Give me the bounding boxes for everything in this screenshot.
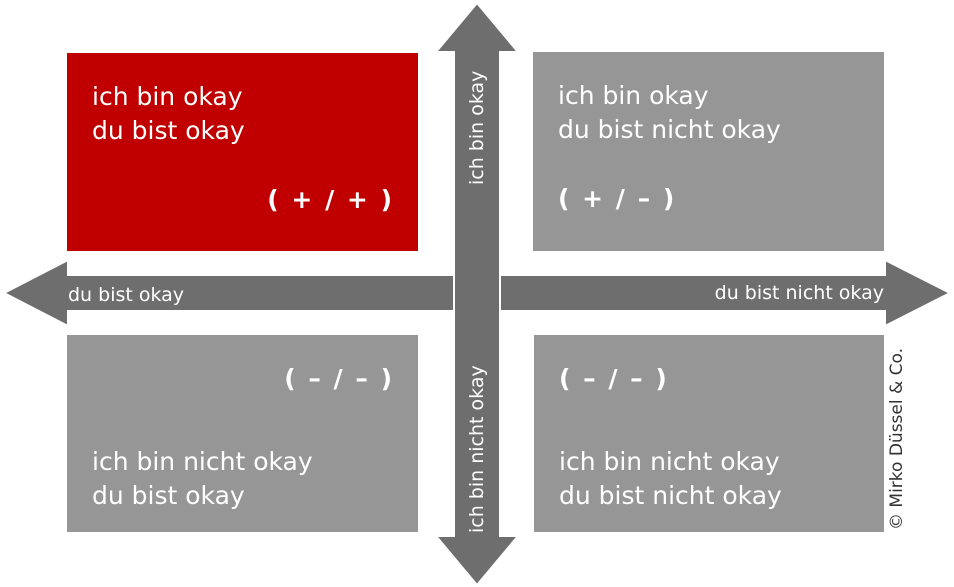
quadrant-top-right: ich bin okay du bist nicht okay ( + / – … [533,52,884,251]
quadrant-line-1: ich bin okay [92,82,243,111]
quadrant-line-1: ich bin nicht okay [559,447,780,476]
axis-label-top: ich bin okay [466,70,488,185]
quadrant-bottom-right: ( – / – ) ich bin nicht okay du bist nic… [534,335,884,532]
quadrant-top-left: ich bin okay du bist okay ( + / + ) [67,53,418,251]
axis-label-bottom: ich bin nicht okay [466,365,488,533]
axis-label-left: du bist okay [68,284,185,306]
quadrant-line-2: du bist okay [92,116,245,145]
quadrant-line-2: du bist nicht okay [558,115,781,144]
axis-label-right: du bist nicht okay [714,282,884,304]
quadrant-sign: ( – / – ) [559,364,669,393]
vertical-double-arrow [433,1,521,587]
quadrant-line-2: du bist nicht okay [559,481,782,510]
quadrant-bottom-left: ( – / – ) ich bin nicht okay du bist oka… [67,335,418,532]
quadrant-line-2: du bist okay [92,481,245,510]
copyright-notice: © Mirko Düssel & Co. [887,347,907,530]
quadrant-sign: ( + / + ) [267,185,394,214]
quadrant-sign: ( + / – ) [558,184,677,213]
quadrant-line-1: ich bin okay [558,81,709,110]
quadrant-line-1: ich bin nicht okay [92,447,313,476]
quadrant-sign: ( – / – ) [284,364,394,393]
